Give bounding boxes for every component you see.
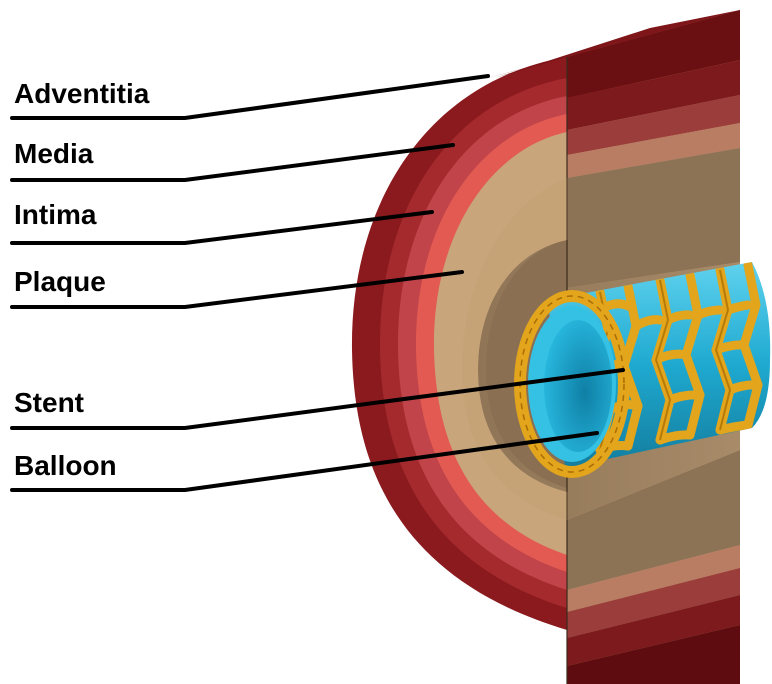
label-media: Media: [14, 140, 93, 168]
label-plaque: Plaque: [14, 268, 106, 296]
label-intima: Intima: [14, 201, 96, 229]
label-stent: Stent: [14, 389, 84, 417]
label-adventitia: Adventitia: [14, 80, 149, 108]
label-balloon: Balloon: [14, 452, 117, 480]
